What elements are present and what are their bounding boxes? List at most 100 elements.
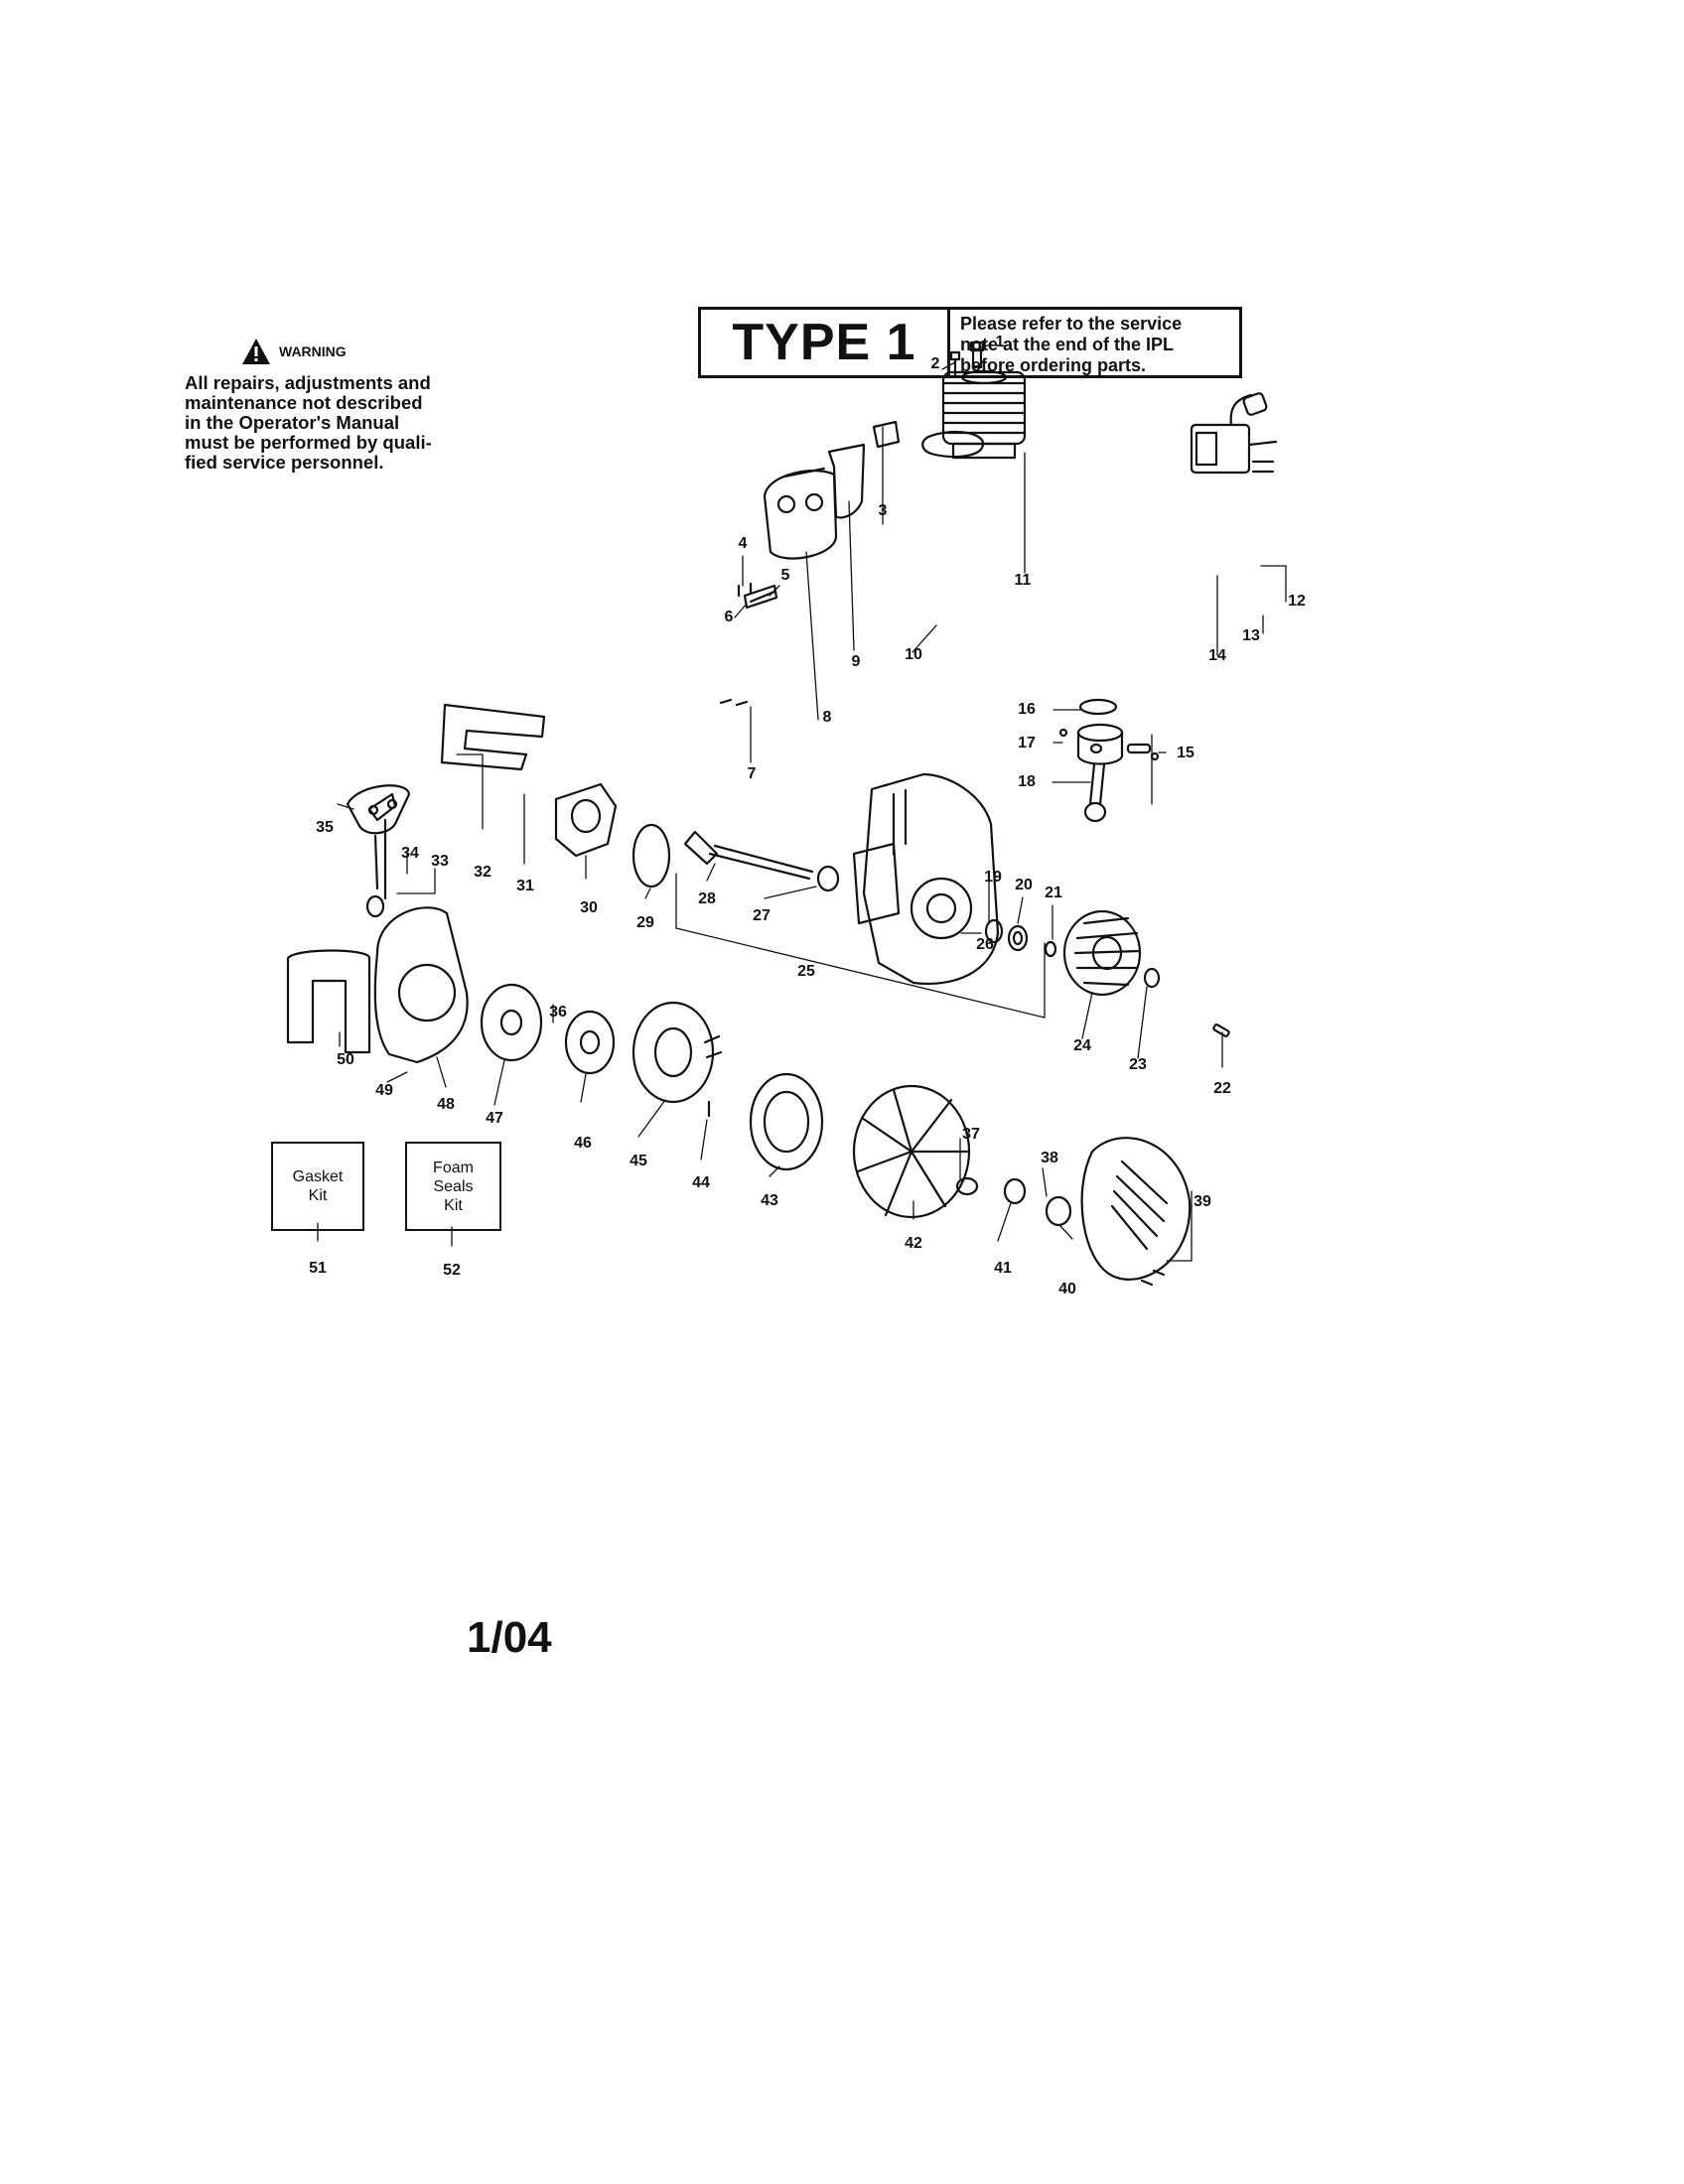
gasket-kit-box: Gasket Kit: [271, 1142, 364, 1231]
callout-23: 23: [1129, 1056, 1147, 1073]
callout-45: 45: [630, 1153, 647, 1169]
flywheel-part: [1062, 909, 1142, 997]
callout-42: 42: [905, 1235, 922, 1252]
nut-part: [955, 1176, 1072, 1227]
callout-7: 7: [747, 765, 757, 782]
callout-41: 41: [994, 1260, 1012, 1277]
washer-part: [1044, 940, 1057, 958]
callout-9: 9: [851, 653, 861, 670]
warning-line: maintenance not described: [185, 392, 423, 413]
intake-adapter-part: [554, 782, 618, 858]
callout-22: 22: [1213, 1080, 1231, 1097]
gasket-small-part: [872, 420, 901, 449]
callout-21: 21: [1045, 885, 1062, 901]
leader-lines: [317, 343, 1287, 1262]
warning-line: must be performed by quali-: [185, 432, 432, 453]
callout-31: 31: [516, 878, 534, 894]
callout-8: 8: [822, 709, 832, 726]
callout-30: 30: [580, 899, 598, 916]
callout-19: 19: [984, 869, 1002, 886]
bracket-part: [743, 584, 778, 610]
screws-group: [703, 1034, 723, 1118]
callout-43: 43: [761, 1192, 778, 1209]
callout-5: 5: [780, 567, 790, 584]
screws-group: [719, 582, 753, 707]
callout-29: 29: [636, 914, 654, 931]
callout-4: 4: [738, 535, 748, 552]
piston-part: [1076, 723, 1124, 765]
type-label: TYPE 1: [701, 310, 950, 375]
flywheel-nut-part: [1143, 967, 1161, 989]
callout-34: 34: [401, 845, 419, 862]
gasket-kit-label: Kit: [308, 1187, 328, 1204]
warning-text: All repairs, adjustments and maintenance…: [185, 373, 458, 473]
crankcase-part: [852, 772, 1000, 985]
callout-38: 38: [1041, 1150, 1058, 1166]
fan-cover-part: [749, 1072, 824, 1171]
callout-24: 24: [1073, 1037, 1091, 1054]
o-ring-part: [632, 823, 671, 888]
callout-18: 18: [1018, 773, 1036, 790]
callout-48: 48: [437, 1096, 455, 1113]
impeller-part: [852, 1084, 971, 1219]
callout-20: 20: [1015, 877, 1033, 893]
ignition-module-part: [1190, 392, 1278, 475]
muffler-part: [763, 467, 838, 560]
callout-2: 2: [930, 355, 940, 372]
service-note-line: before ordering parts.: [960, 355, 1147, 375]
starter-housing-part: [632, 1001, 715, 1104]
callout-35: 35: [316, 819, 334, 836]
warning-icon: [242, 339, 270, 364]
service-note-line: note at the end of the IPL: [960, 335, 1174, 354]
callout-11: 11: [1014, 572, 1032, 589]
service-note: Please refer to the service note at the …: [950, 310, 1239, 375]
warning-line: in the Operator's Manual: [185, 412, 400, 433]
callout-13: 13: [1242, 627, 1260, 644]
spark-plug-part: [969, 341, 985, 369]
screws-group: [1140, 1269, 1166, 1287]
callout-40: 40: [1058, 1281, 1076, 1297]
warning-line: fied service personnel.: [185, 452, 384, 473]
key-part: [1212, 1024, 1230, 1037]
callout-46: 46: [574, 1135, 592, 1152]
bearing-part: [1007, 924, 1029, 952]
gasket-frame-part: [440, 703, 546, 771]
callout-47: 47: [486, 1110, 503, 1127]
callout-1: 1: [995, 334, 1005, 350]
callout-14: 14: [1208, 647, 1226, 664]
warning-title: WARNING: [279, 343, 347, 359]
warning-line: All repairs, adjustments and: [185, 372, 431, 393]
callout-33: 33: [431, 853, 449, 870]
callout-37: 37: [962, 1126, 980, 1143]
handle-part: [286, 949, 371, 1054]
seal-part: [984, 918, 1004, 944]
callout-10: 10: [905, 646, 922, 663]
callout-52: 52: [443, 1262, 461, 1279]
grommet-part: [365, 894, 385, 918]
foam-seals-kit-label: Foam: [433, 1159, 474, 1176]
starter-handle-part: [346, 784, 411, 890]
type-header-box: TYPE 1 Please refer to the service note …: [698, 307, 1242, 378]
foam-seals-kit-box: Foam Seals Kit: [405, 1142, 501, 1231]
piston-pin-part: [1126, 743, 1152, 754]
callout-26: 26: [976, 936, 994, 953]
service-note-line: Please refer to the service: [960, 314, 1183, 334]
callout-28: 28: [698, 890, 716, 907]
foam-seals-kit-label: Seals: [433, 1177, 474, 1195]
foam-seals-kit-label: Kit: [444, 1196, 463, 1214]
blower-housing-part: [1080, 1137, 1192, 1281]
callout-44: 44: [692, 1174, 710, 1191]
callout-3: 3: [878, 502, 888, 519]
callout-16: 16: [1018, 701, 1036, 718]
gasket-part: [921, 430, 985, 459]
cylinder-part: [941, 369, 1027, 460]
revision-date: 1/04: [467, 1613, 552, 1662]
callout-27: 27: [753, 907, 771, 924]
screw-part: [1251, 460, 1275, 474]
heat-shield-part: [827, 443, 866, 519]
callout-25: 25: [797, 963, 815, 980]
callout-50: 50: [337, 1051, 354, 1068]
callout-51: 51: [309, 1260, 327, 1277]
fan-housing-part: [373, 906, 469, 1064]
bolt-part: [949, 350, 961, 379]
